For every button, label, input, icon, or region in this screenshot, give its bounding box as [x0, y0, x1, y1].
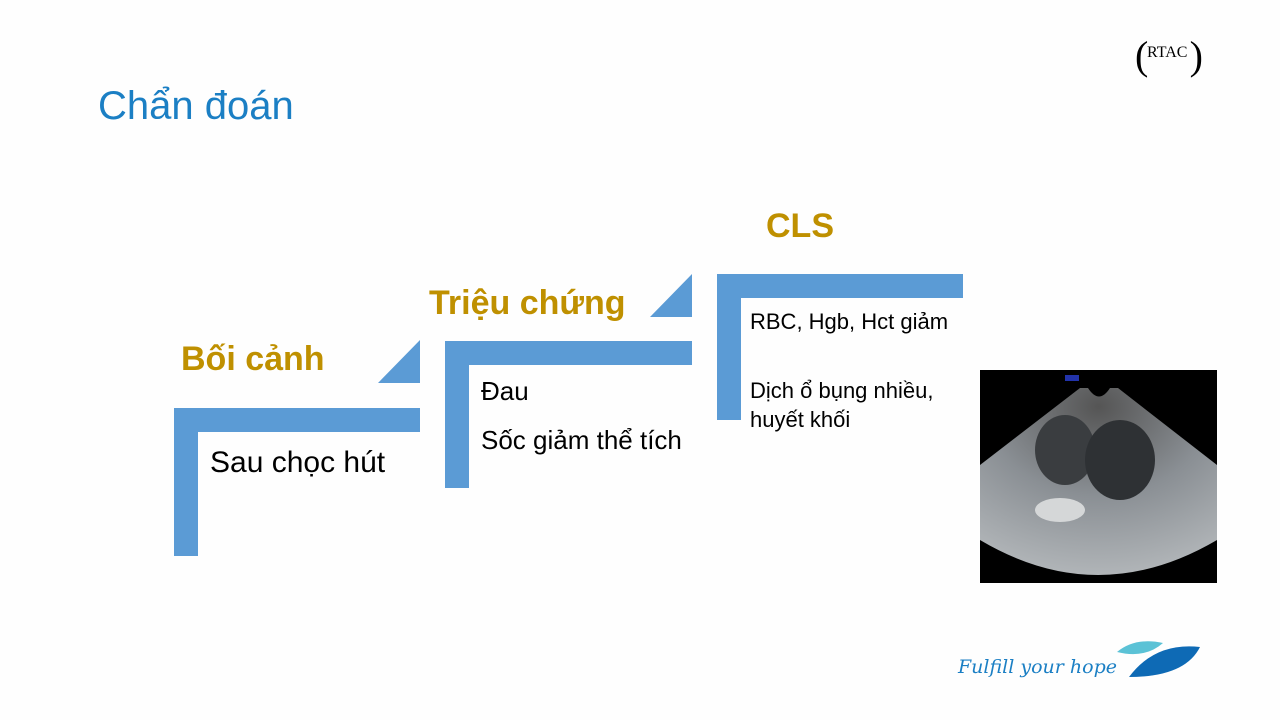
step-arrow: [378, 340, 420, 383]
step-item: Sốc giảm thể tích: [481, 425, 682, 455]
step-item: Đau: [481, 376, 529, 406]
step-heading-context: Bối cảnh: [181, 340, 325, 378]
tagline: Fulfill your hope: [958, 656, 1117, 678]
step-shape: [174, 408, 198, 556]
step-heading-symptoms: Triệu chứng: [429, 284, 626, 322]
step-shape: [717, 274, 963, 298]
step-item: RBC, Hgb, Hct giảm: [750, 309, 949, 334]
step-arrow: [650, 274, 692, 317]
step-shape: [445, 341, 692, 365]
brand-leaf-logo: [1117, 641, 1200, 677]
step-shape: [445, 341, 469, 488]
step-shape: [174, 408, 420, 432]
slide-title: Chẩn đoán: [98, 84, 294, 128]
step-item: Dịch ổ bụng nhiều, huyết khối: [750, 378, 934, 432]
logo-text: RTAC: [1147, 44, 1188, 61]
step-heading-tests: CLS: [766, 207, 834, 245]
step-shape: [717, 274, 741, 420]
rtac-logo: ( RTAC ): [1135, 33, 1203, 78]
ultrasound-image: [980, 370, 1217, 583]
step-item: Sau chọc hút: [210, 446, 386, 479]
